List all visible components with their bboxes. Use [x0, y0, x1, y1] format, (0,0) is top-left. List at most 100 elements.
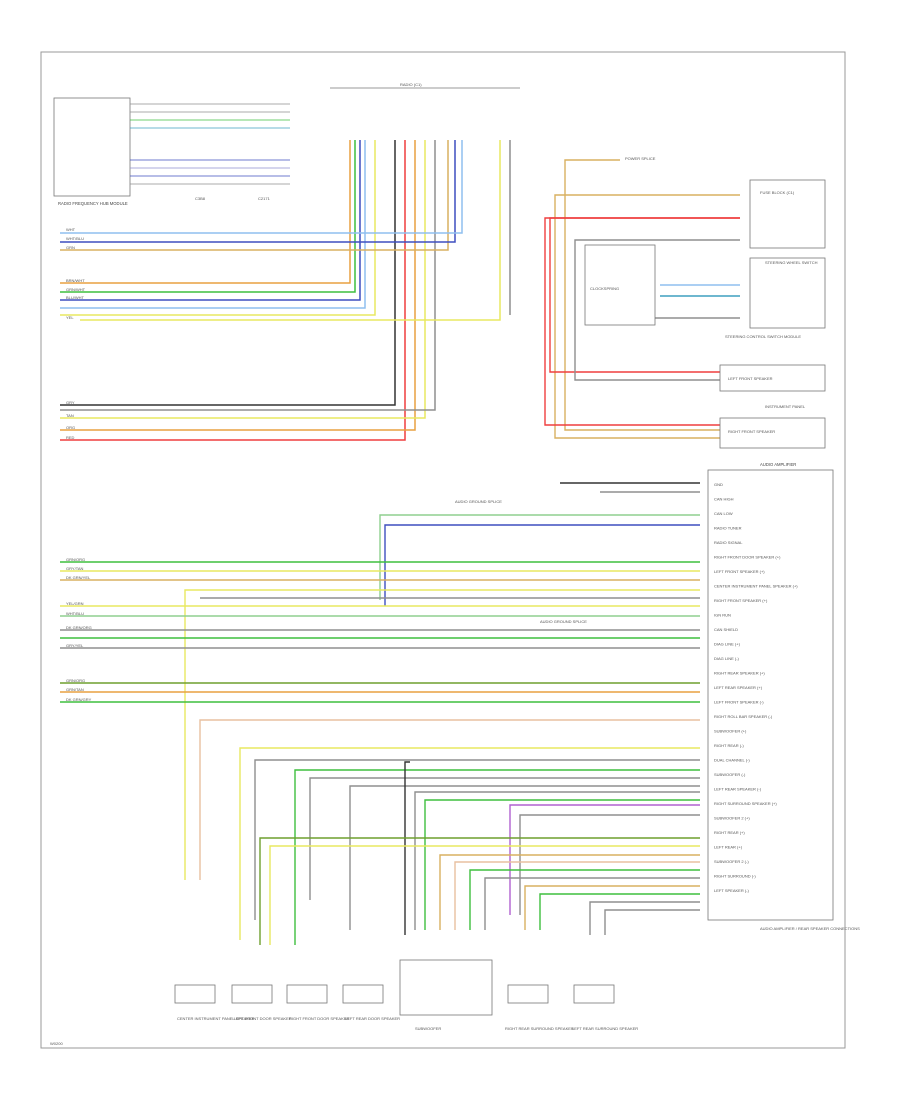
steering-control-module: CLOCKSPRING [584, 244, 656, 326]
diagram-frame [40, 51, 846, 1049]
wire-label: GRN/ORG [66, 557, 85, 562]
subwoofer: SUBWOOFER [399, 959, 493, 1031]
amp-pin-label: IGN RUN [714, 613, 731, 618]
amp-pin-label: GND [714, 482, 723, 487]
speaker-label: RIGHT FRONT DOOR SPEAKER [289, 1016, 349, 1021]
amp-pin-label: RIGHT SURROUND SPEAKER (+) [714, 801, 777, 806]
radio-connector: RADIO (C1) [330, 82, 520, 89]
amp-pin-label: SUBWOOFER (-) [714, 772, 746, 777]
rf-speaker-box: RIGHT FRONT SPEAKER [719, 417, 826, 449]
wire-label: WHT/BLU [66, 236, 84, 241]
wire-label: GRY [66, 400, 75, 405]
wire-label: GRN/TAN [66, 687, 84, 692]
amp-title: AUDIO AMPLIFIER [760, 462, 796, 467]
amp-pin-label: RADIO TUNER [714, 526, 742, 531]
rf-speaker-label: RIGHT FRONT SPEAKER [728, 429, 775, 434]
amp-pin-label: LEFT SPEAKER (-) [714, 888, 749, 893]
amp-harness-wires [60, 482, 700, 945]
left-wire-labels-4: GRN/ORG GRY/TAN DK GRN/YEL YEL/GRN WHT/B… [66, 557, 92, 648]
speaker-label: LEFT REAR SURROUND SPEAKER [572, 1026, 638, 1031]
wire-label: GRY/YEL [66, 643, 84, 648]
pin-block-label-1: C3B8 [195, 196, 206, 201]
inst-panel-label: INSTRUMENT PANEL [765, 404, 806, 409]
lf-door-speaker: LEFT FRONT DOOR SPEAKER [231, 984, 292, 1021]
amp-pin-label: LEFT REAR SPEAKER (-) [714, 787, 762, 792]
wire-label: ORG [66, 425, 75, 430]
amp-pin-label: RADIO SIGNAL [714, 540, 743, 545]
splice-label-2: AUDIO GROUND SPLICE [540, 619, 587, 624]
amp-footer: AUDIO AMPLIFIER / REAR SPEAKER CONNECTIO… [760, 926, 860, 931]
amp-pin-label: SUBWOOFER (+) [714, 729, 747, 734]
wire-label: BRN/WHT [66, 278, 85, 283]
footer-code: W0200 [50, 1041, 63, 1046]
clockspring-label: CLOCKSPRING [590, 286, 619, 291]
splice-label-1: AUDIO GROUND SPLICE [455, 499, 502, 504]
wire-label: DK GRN/GRY [66, 697, 92, 702]
bottom-speakers: CENTER INSTRUMENT PANEL SPEAKER LEFT FRO… [174, 959, 638, 1031]
speaker-label: CENTER INSTRUMENT PANEL SPEAKER [177, 1016, 255, 1021]
right-top-wiring [544, 159, 740, 439]
rf-door-speaker: RIGHT FRONT DOOR SPEAKER [286, 984, 349, 1021]
amp-pin-label: RIGHT REAR (-) [714, 743, 744, 748]
amp-pin-list: GND CAN HIGH CAN LOW RADIO TUNER RADIO SIGNA… [714, 482, 798, 893]
amp-pin-label: SUBWOOFER 2 (+) [714, 816, 750, 821]
speaker-label: SUBWOOFER [415, 1026, 441, 1031]
wire-label: YEL [66, 315, 74, 320]
wire-label: DK GRN/YEL [66, 575, 91, 580]
speaker-label: LEFT REAR DOOR SPEAKER [345, 1016, 400, 1021]
wire-label: WHT/BLU [66, 611, 84, 616]
lr-door-speaker: LEFT REAR DOOR SPEAKER [342, 984, 400, 1021]
wire-label: WHT [66, 227, 76, 232]
wire-label: GRN/WHT [66, 287, 86, 292]
steering-wheel-label: STEERING WHEEL SWITCH [765, 260, 818, 265]
amp-pin-label: LEFT REAR (+) [714, 845, 743, 850]
wire-label: GRY/TAN [66, 566, 84, 571]
wire-label: YEL/GRN [66, 601, 84, 606]
audio-amplifier: AUDIO AMPLIFIER GND CAN HIGH CAN LOW RADIO … [707, 462, 860, 931]
lf-speaker-label: LEFT FRONT SPEAKER [728, 376, 773, 381]
amp-pin-label: DIAG LINE (-) [714, 656, 740, 661]
amp-pin-label: RIGHT REAR SPEAKER (+) [714, 671, 765, 676]
amp-pin-label: DUAL CHANNEL (-) [714, 758, 750, 763]
amp-pin-label: LEFT FRONT SPEAKER (+) [714, 569, 765, 574]
steering-switch: STEERING WHEEL SWITCH [749, 257, 826, 329]
amp-pin-label: RIGHT FRONT SPEAKER (+) [714, 598, 768, 603]
amp-pin-label: DIAG LINE (+) [714, 642, 741, 647]
connector-drop-wires [60, 140, 511, 441]
speaker-label: LEFT FRONT DOOR SPEAKER [234, 1016, 292, 1021]
amp-pin-label: CAN HIGH [714, 497, 734, 502]
amp-pin-label: LEFT FRONT SPEAKER (-) [714, 700, 764, 705]
amp-pin-label: RIGHT FRONT DOOR SPEAKER (+) [714, 555, 781, 560]
left-wire-labels-3: GRY TAN ORG RED [66, 400, 75, 440]
lr-surround-speaker: LEFT REAR SURROUND SPEAKER [572, 984, 638, 1031]
rf-hub-pin-lines [130, 103, 290, 185]
rf-hub-module: RADIO FREQUENCY HUB MODULE [53, 97, 131, 206]
radio-connector-label: RADIO (C1) [400, 82, 422, 87]
wire-label: RED [66, 435, 75, 440]
wire-label: GRN [66, 245, 75, 250]
fuse-block: FUSE BLOCK (C1) [749, 179, 826, 249]
center-ip-speaker: CENTER INSTRUMENT PANEL SPEAKER [174, 984, 255, 1021]
amp-pin-label: CAN SHIELD [714, 627, 738, 632]
switch-module-label: STEERING CONTROL SWITCH MODULE [725, 334, 801, 339]
rf-hub-label: RADIO FREQUENCY HUB MODULE [58, 201, 128, 206]
fuse-block-label: FUSE BLOCK (C1) [760, 190, 795, 195]
amp-pin-label: CENTER INSTRUMENT PANEL SPEAKER (+) [714, 584, 798, 589]
amp-pin-label: RIGHT ROLL BAR SPEAKER (-) [714, 714, 773, 719]
amp-pin-label: LEFT REAR SPEAKER (+) [714, 685, 763, 690]
amp-pin-label: RIGHT SURROUND (-) [714, 874, 756, 879]
power-splice-label: POWER SPLICE [625, 156, 656, 161]
wire-label: GRN/ORG [66, 678, 85, 683]
amp-pin-label: RIGHT REAR (+) [714, 830, 745, 835]
left-wire-labels-5: GRN/ORG GRN/TAN DK GRN/GRY [66, 678, 92, 702]
left-wire-labels-2: BRN/WHT GRN/WHT BLU/WHT YEL [66, 278, 86, 320]
pin-block-label-2: C2171 [258, 196, 271, 201]
rr-surround-speaker: RIGHT REAR SURROUND SPEAKER [505, 984, 574, 1031]
wire-label: TAN [66, 413, 74, 418]
amp-pin-label: CAN LOW [714, 511, 733, 516]
speaker-label: RIGHT REAR SURROUND SPEAKER [505, 1026, 574, 1031]
wire-label: DK GRN/ORG [66, 625, 92, 630]
lf-speaker-box: LEFT FRONT SPEAKER [719, 364, 826, 392]
wire-label: BLU/WHT [66, 295, 85, 300]
